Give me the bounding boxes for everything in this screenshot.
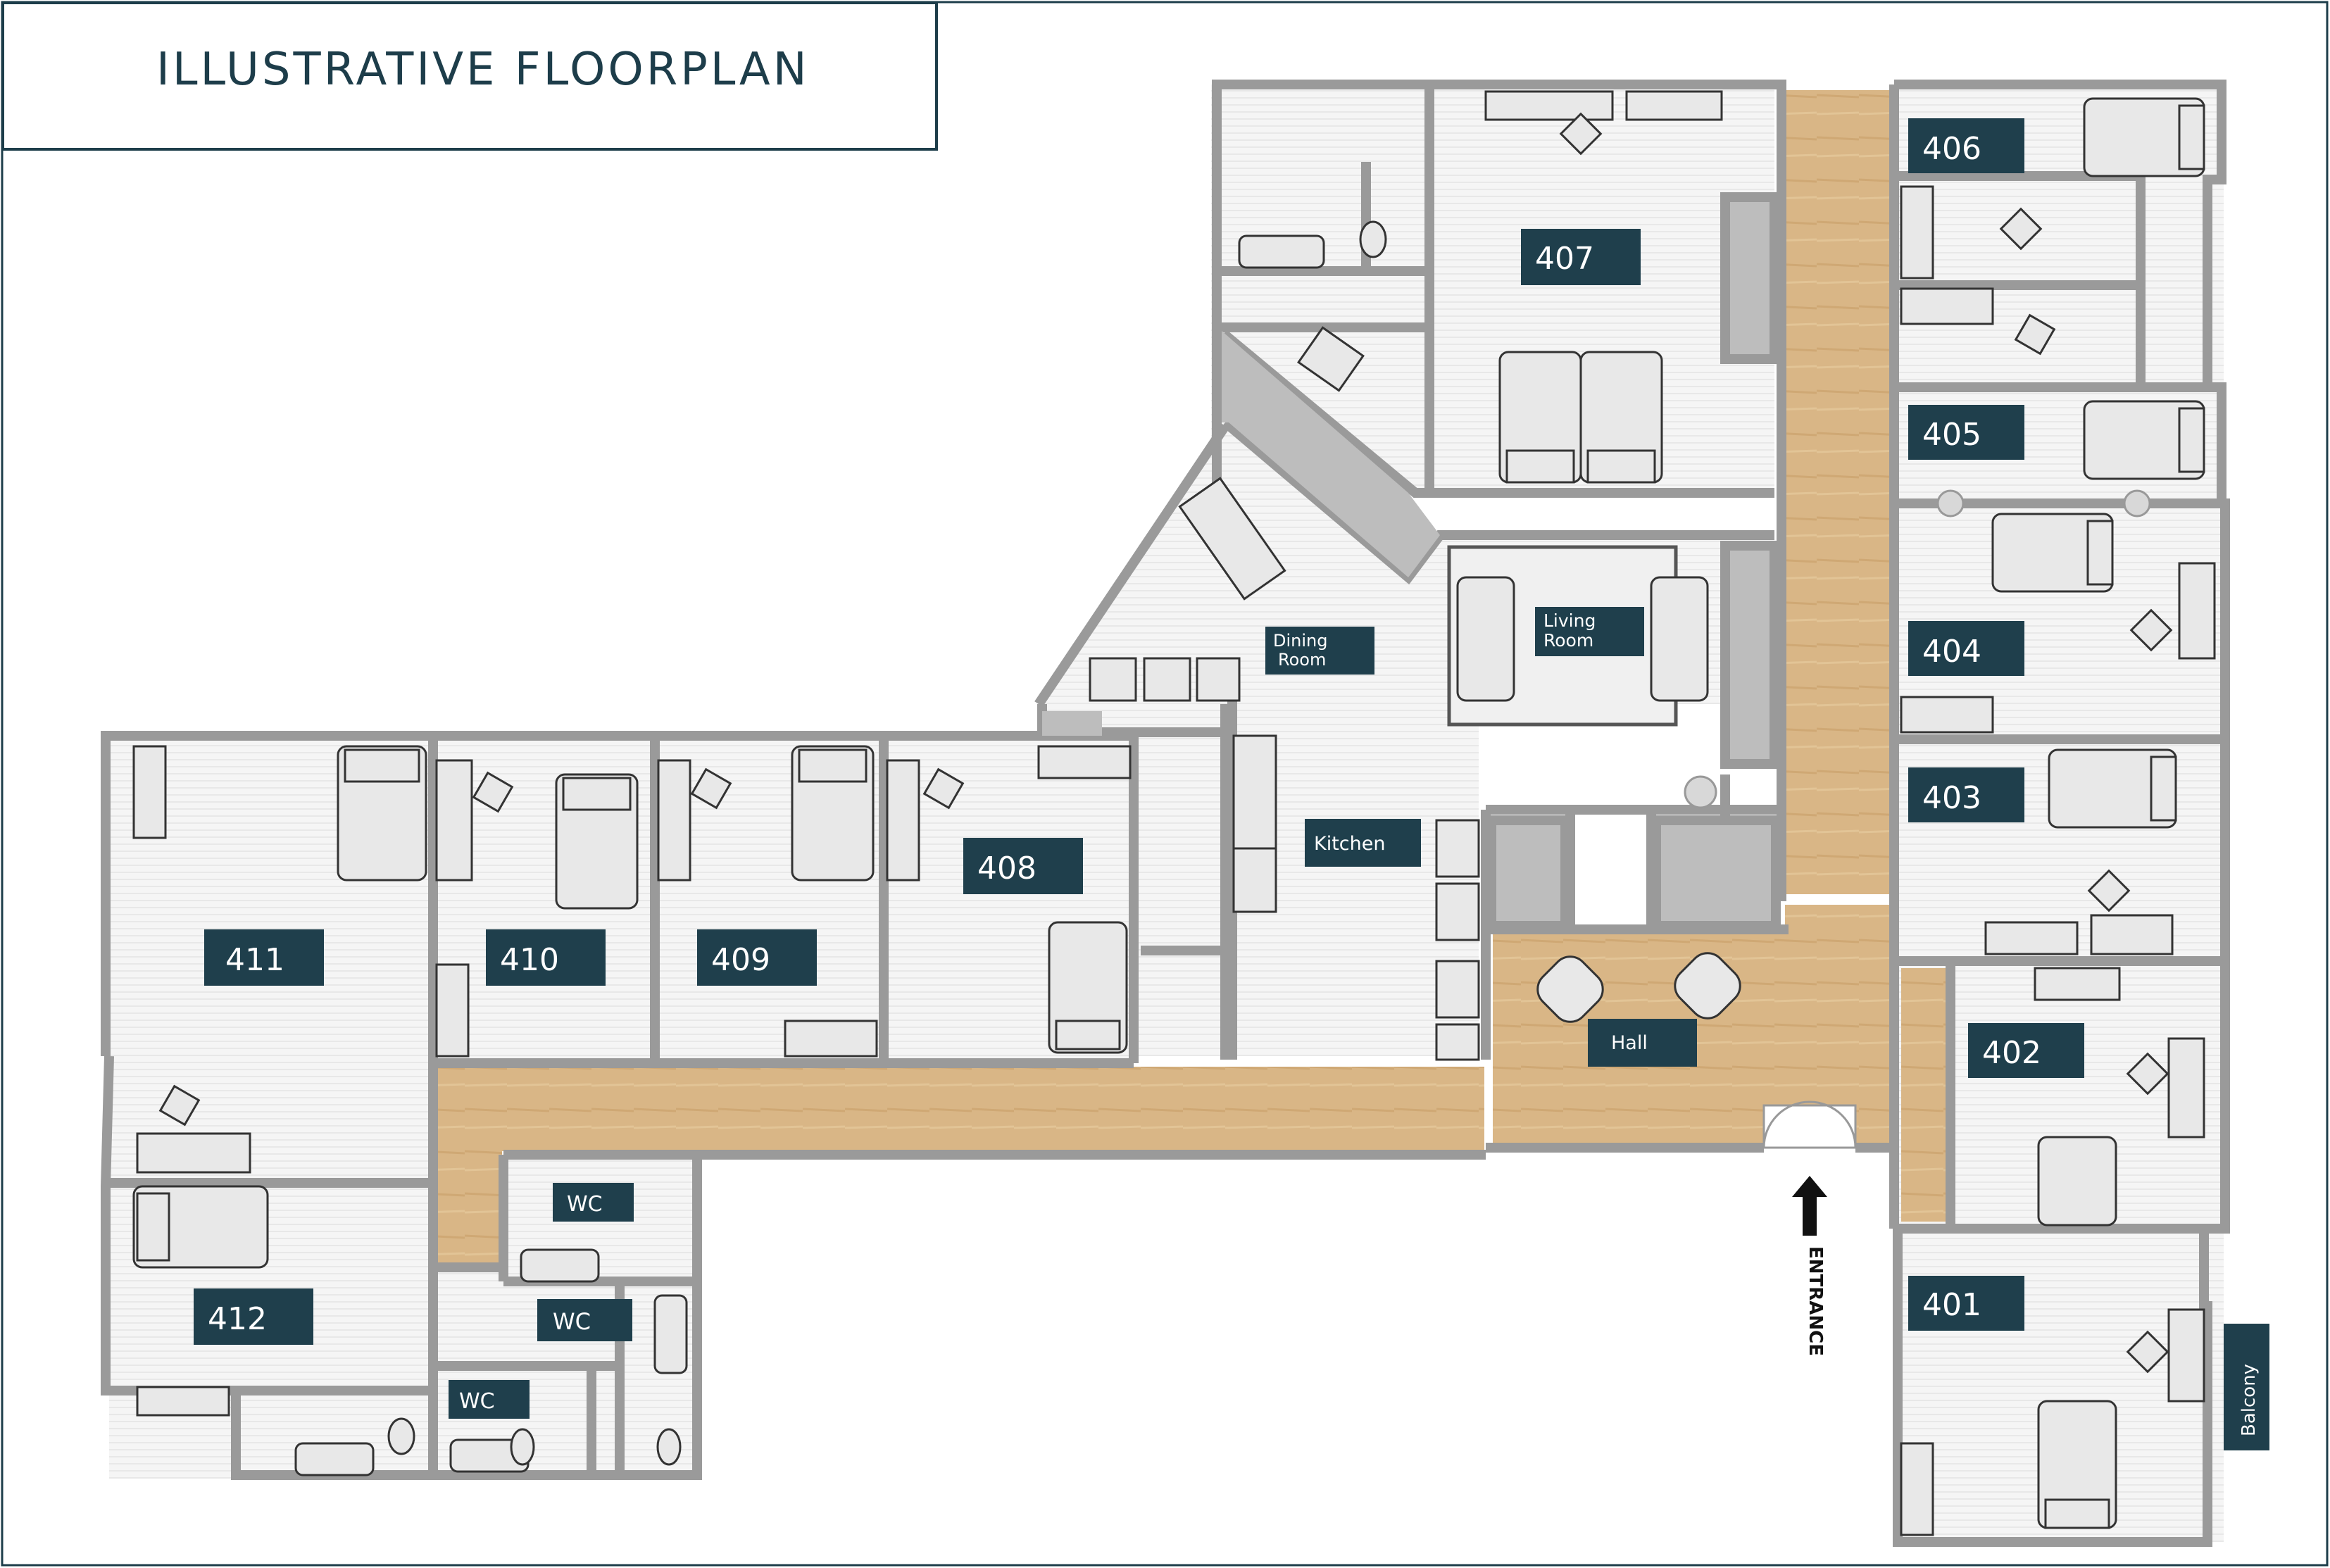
svg-text:Balcony: Balcony [2238,1364,2260,1436]
svg-text:404: 404 [1922,634,1981,670]
label-dining-room: Dining Room [1265,627,1374,675]
svg-text:Kitchen: Kitchen [1314,833,1385,855]
bed-412 [132,1185,269,1269]
label-406: 406 [1908,118,2024,173]
desk-403-b [2090,914,2174,955]
fixtures-round [1684,489,2151,809]
desk-403 [1984,921,2079,955]
room-labels: 406 405 404 403 402 401 407 408 409 410 … [194,118,2269,1450]
svg-text:408: 408 [977,851,1036,886]
bed-409 [791,745,875,882]
label-401: 401 [1908,1276,2024,1331]
label-412: 412 [194,1288,313,1345]
bed-410 [555,773,639,910]
desk-409 [784,1020,878,1058]
svg-text:409: 409 [711,942,770,978]
svg-text:Hall: Hall [1611,1032,1648,1054]
label-411: 411 [204,929,324,986]
svg-text:407: 407 [1535,241,1594,277]
furniture [132,90,2216,1536]
label-407: 407 [1521,229,1641,285]
bed-408 [1048,921,1128,1054]
svg-text:412: 412 [208,1301,267,1337]
bed-407 [1498,351,1663,484]
desk-401-b [1900,1442,1934,1536]
label-402: 402 [1968,1023,2084,1078]
corridors [435,90,1947,1267]
desk-404 [2178,562,2216,660]
desk-407-a [1484,90,1614,121]
corridor-west [435,1067,1484,1151]
svg-text:WC: WC [567,1192,603,1217]
svg-text:WC: WC [459,1389,495,1414]
desk-404-b [1900,696,1994,734]
desk-402-b [2167,1037,2205,1139]
svg-text:401: 401 [1922,1287,1981,1323]
desk-401 [2167,1308,2205,1403]
desk-402 [2034,967,2121,1001]
entrance-doors[interactable] [1762,1100,1857,1149]
desk-406 [1900,185,1934,280]
sofa-right [1650,576,1709,702]
bed-401 [2037,1400,2117,1529]
title-box [1,1,938,151]
page-title: ILLUSTRATIVE FLOORPLAN [156,44,810,96]
bed-405 [2083,400,2205,480]
svg-text:402: 402 [1982,1035,2041,1071]
svg-text:410: 410 [500,942,559,978]
svg-text:Room: Room [1543,630,1593,651]
label-hall: Hall [1588,1019,1697,1067]
hall-chair-left [1536,955,1604,1023]
svg-text:Dining: Dining [1273,631,1327,651]
entrance-arrow-icon [1792,1176,1827,1236]
corridor-west-spur [435,1067,502,1267]
bed-411 [337,745,427,882]
desk-405 [1900,287,1994,325]
label-kitchen: Kitchen [1305,819,1421,867]
label-408: 408 [963,838,1083,894]
corridor-east [1785,90,1891,894]
hall-chair-right [1674,952,1741,1020]
label-living-room: Living Room [1535,607,1644,656]
desk-411 [136,1132,251,1174]
bed-402 [2037,1136,2117,1227]
entrance-label: ENTRANCE [1805,1246,1826,1356]
svg-text:403: 403 [1922,780,1981,816]
svg-text:405: 405 [1922,417,1981,453]
service-blocks [1042,331,1440,736]
bed-403 [2048,748,2177,829]
label-wc-1: WC [553,1183,634,1222]
label-balcony: Balcony [2224,1324,2269,1450]
svg-text:Living: Living [1543,610,1596,631]
svg-text:411: 411 [225,942,284,978]
corridor-401-402 [1901,968,1947,1222]
bed-404 [1991,513,2114,593]
label-404: 404 [1908,621,2024,676]
wardrobe-410 [435,759,473,882]
label-409: 409 [697,929,817,986]
svg-text:Room: Room [1278,650,1326,670]
desk-408 [1037,745,1132,779]
label-403: 403 [1908,767,2024,822]
wardrobe-411 [132,745,167,839]
label-wc-2: WC [537,1299,632,1341]
svg-text:WC: WC [553,1308,591,1335]
label-wc-3: WC [449,1380,530,1419]
desk-412 [136,1386,230,1417]
desk-407-b [1625,90,1723,121]
wardrobe-409 [657,759,691,882]
svg-text:406: 406 [1922,131,1981,167]
dining-table [1178,477,1286,601]
label-410: 410 [486,929,606,986]
sofa-left [1456,576,1515,702]
label-405: 405 [1908,405,2024,460]
wardrobe-408 [886,759,920,882]
bed-406 [2083,97,2205,177]
desk-410 [435,963,470,1058]
